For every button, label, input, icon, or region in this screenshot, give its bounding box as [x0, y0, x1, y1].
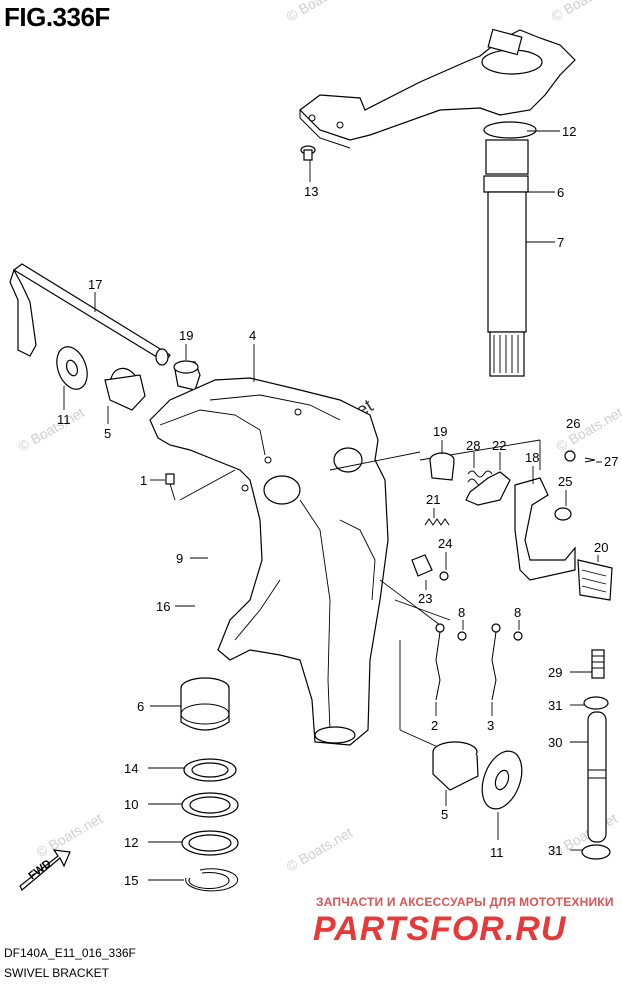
callout-13: 13 — [304, 184, 318, 199]
callout-3: 3 — [487, 718, 494, 733]
callout-4: 4 — [249, 328, 256, 343]
watermark-top-right: © Boats.net — [549, 0, 621, 25]
washer-14 — [183, 758, 237, 782]
callout-16: 16 — [156, 599, 170, 614]
washer-12-lower — [181, 830, 239, 856]
tilt-rod — [9, 263, 171, 366]
callout-27: 27 — [604, 454, 618, 469]
pad-20 — [577, 559, 613, 601]
nut-25 — [554, 507, 572, 521]
callout-19-left: 19 — [179, 328, 193, 343]
watermark-right: © Boats.net — [554, 404, 622, 455]
callout-24: 24 — [438, 536, 452, 551]
callout-28: 28 — [466, 438, 480, 453]
callout-11-left: 11 — [57, 412, 71, 427]
callout-20: 20 — [594, 540, 608, 555]
lead-wire-2 — [435, 623, 467, 701]
brand-subtitle: ЗАПЧАСТИ И АКСЕССУАРЫ ДЛЯ МОТОТЕХНИКИ — [316, 895, 614, 909]
watermark-top-center: © Boats.net — [284, 0, 356, 25]
callout-6-top: 6 — [557, 185, 564, 200]
callout-31-lower: 31 — [548, 843, 562, 858]
callout-1: 1 — [140, 473, 147, 488]
lever-22 — [465, 471, 511, 506]
callout-14: 14 — [124, 761, 138, 776]
bushing-5-right — [432, 741, 479, 791]
callout-5-right: 5 — [441, 807, 448, 822]
grease-fitting-1 — [165, 473, 176, 501]
washer-11-right — [481, 750, 523, 810]
callout-6-lower: 6 — [137, 699, 144, 714]
callout-2: 2 — [431, 718, 438, 733]
clip-26 — [564, 450, 596, 463]
callout-17: 17 — [88, 277, 102, 292]
watermark-left: © Boats.net — [16, 404, 88, 455]
steering-shaft — [483, 121, 537, 377]
callout-15: 15 — [124, 873, 138, 888]
callout-25: 25 — [558, 474, 572, 489]
figure-title: FIG.336F — [4, 2, 110, 32]
swivel-bracket-body — [149, 377, 389, 746]
callout-8-left: 8 — [458, 605, 465, 620]
bushing-19-left — [173, 360, 201, 391]
washer-10 — [181, 792, 239, 818]
callout-group: 12 6 7 13 17 19 4 11 5 1 19 28 22 26 27 … — [57, 124, 618, 888]
callout-12-lower: 12 — [124, 835, 138, 850]
clamp-31-upper — [583, 696, 609, 710]
callout-12-top: 12 — [562, 124, 576, 139]
callout-23: 23 — [418, 591, 432, 606]
bracket-18 — [514, 477, 576, 581]
snap-ring-15 — [185, 868, 239, 892]
lead-wire-3 — [491, 623, 523, 701]
callout-18: 18 — [525, 450, 539, 465]
bolt-13 — [300, 145, 316, 161]
plate-24 — [411, 554, 449, 581]
brand-logo: PARTSFOR.RU — [313, 910, 567, 948]
callout-7: 7 — [557, 235, 564, 250]
diagram-code: DF140A_E11_016_336F — [4, 946, 136, 960]
watermark-bottom-center: © Boats.net — [284, 824, 356, 875]
clamp-31-lower — [581, 844, 611, 860]
steering-bracket — [299, 28, 576, 149]
bushing-5-left — [104, 367, 146, 411]
callout-29: 29 — [548, 665, 562, 680]
bushing-19-right — [429, 452, 455, 481]
fwd-label: FWD — [26, 857, 53, 882]
callout-10: 10 — [124, 797, 138, 812]
callout-22: 22 — [492, 438, 506, 453]
callout-8-right: 8 — [514, 605, 521, 620]
callout-31-upper: 31 — [548, 698, 562, 713]
grease-nipple-29 — [591, 649, 605, 679]
diagram-name: SWIVEL BRACKET — [4, 966, 109, 980]
callout-21: 21 — [426, 492, 440, 507]
washer-11-left — [56, 346, 88, 390]
spring-21 — [424, 518, 450, 526]
bushing-6-lower — [180, 677, 230, 731]
callout-9: 9 — [176, 551, 183, 566]
callout-5-left: 5 — [104, 426, 111, 441]
callout-30: 30 — [548, 735, 562, 750]
callout-11-right: 11 — [490, 845, 504, 860]
callout-26: 26 — [566, 416, 580, 431]
callout-19-right: 19 — [433, 424, 447, 439]
tube-30 — [587, 711, 607, 843]
